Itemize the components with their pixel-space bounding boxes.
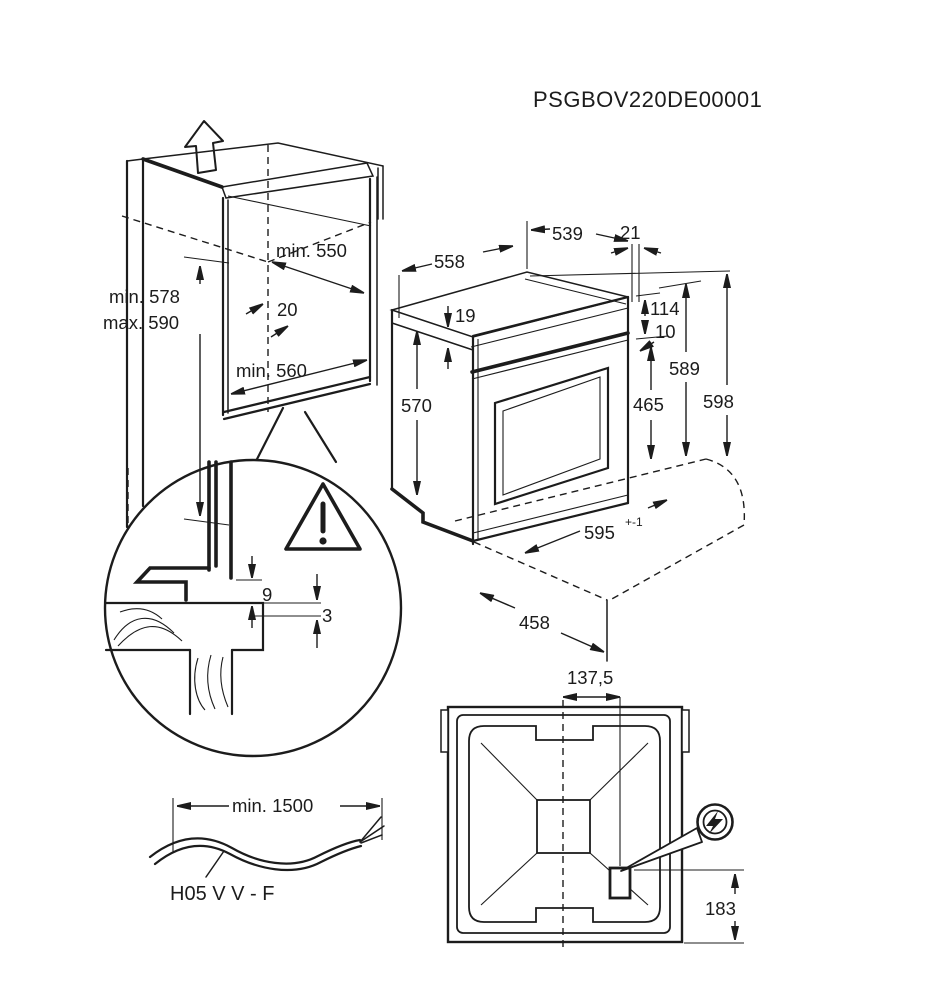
dim-trim-overhang: 9 [262,584,272,605]
dim-door-thickness: 21 [620,222,641,243]
removal-direction-arrow-icon [184,120,224,174]
cable-wire-ends [359,816,385,844]
dim-side-height: 570 [401,395,432,416]
dim-niche-depth: min. 550 [276,240,347,261]
dim-total-height: 598 [703,391,734,412]
dim-niche-min-height: min. 578 [109,286,180,307]
terminal-box [608,866,632,900]
dim-front-gap: 3 [322,605,332,626]
dim-depth-bottom: 458 [519,612,550,633]
cabinet-drawing [121,120,384,535]
dim-top-plate: 19 [455,305,476,326]
diagram-code: PSGBOV220DE00001 [533,87,762,112]
dim-depth-top: 558 [434,251,465,272]
dim-width: 595 [584,522,615,543]
rear-view-drawing: 137,5 183 [440,667,744,952]
cabinet-dimensions: min. 550 20 min. 578 max. 590 min. 560 [103,240,368,526]
dim-connection-y: 183 [705,898,736,919]
oven-drawing [389,271,746,662]
dim-back-gap: 20 [277,299,298,320]
dim-width-tolerance: +-1 [625,515,643,529]
dim-connection-x: 137,5 [567,667,613,688]
joint-detail-callout: 9 3 [103,406,403,758]
wood-grain-texture [113,608,229,711]
cable-type-label: H05 V V - F [170,883,274,905]
dim-body-height: 589 [669,358,700,379]
dim-control-panel: 114 [650,298,680,319]
dim-niche-max-height: max. 590 [103,312,179,333]
oven-dimensions: 558 539 21 19 114 10 570 465 [398,221,734,653]
dim-depth-body: 539 [552,223,583,244]
dim-panel-gap: 10 [655,321,676,342]
lightning-bolt-icon [706,811,723,834]
warning-icon [284,482,362,551]
mains-cable-drawing: min. 1500 H05 V V - F [148,795,385,905]
dim-door-height: 465 [633,394,664,415]
electrical-connection-icon [620,803,734,872]
dim-cable-length: min. 1500 [232,795,313,816]
